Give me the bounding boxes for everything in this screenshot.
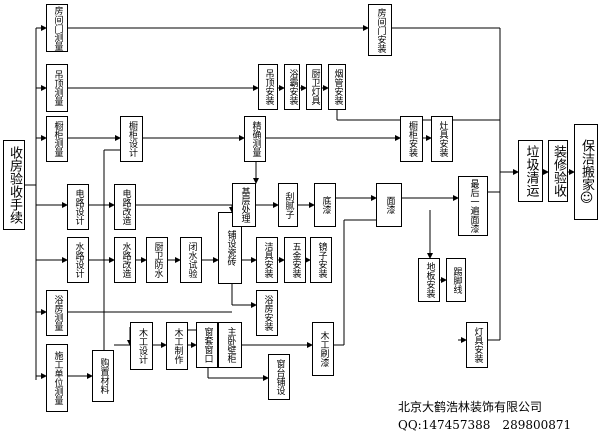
node-yanguan-anzhuang-label: 烟管安装 bbox=[332, 69, 343, 105]
node-wujin-anzhuang: 五金安装 bbox=[284, 237, 306, 283]
node-chugui-sheji: 橱柜设计 bbox=[120, 116, 143, 162]
company-name: 北京大鹤浩林装饰有限公司 bbox=[398, 400, 543, 414]
node-chugui-sheji-label: 橱柜设计 bbox=[127, 121, 137, 157]
node-dengju-anzhuang-label: 灯具安装 bbox=[472, 327, 483, 363]
node-zaoju-anzhuang-label: 灶具安装 bbox=[437, 121, 448, 157]
node-tijiaoxian: 踢脚线 bbox=[446, 258, 466, 302]
node-zhuwo-bigui-label: 主卧壁柜 bbox=[225, 327, 236, 363]
node-shuilu-sheji-label: 水路设计 bbox=[73, 242, 84, 278]
node-jiceng-chuli: 基层处理 bbox=[232, 183, 256, 227]
node-mian-qi-label: 面漆 bbox=[384, 196, 395, 214]
node-mian-qi: 面漆 bbox=[376, 183, 402, 227]
node-diban-anzhuang: 地板安装 bbox=[418, 258, 440, 302]
node-fangmen-celiang: 房间门测量 bbox=[46, 4, 68, 52]
node-chuwei-fangshui: 厨卫防水 bbox=[146, 237, 168, 283]
node-chuwei-dengju-label: 厨卫灯具 bbox=[309, 69, 320, 105]
node-gouzhi-cailiao: 购置材料 bbox=[92, 350, 114, 402]
node-yanguan-anzhuang: 烟管安装 bbox=[328, 64, 346, 110]
node-chuangtao-chuangkou-label: 窗套窗口 bbox=[202, 327, 213, 363]
node-shigong-celiang-label: 施工单位测量 bbox=[52, 351, 63, 405]
node-shuilu-sheji: 水路设计 bbox=[67, 237, 89, 283]
node-mugong-shuaqi: 木工刷漆 bbox=[312, 322, 334, 376]
node-mugong-shuaqi-label: 木工刷漆 bbox=[318, 331, 329, 367]
node-chugui-anzhuang-label: 橱柜安装 bbox=[407, 121, 417, 157]
node-diaoding-celiang: 吊顶测量 bbox=[46, 64, 68, 112]
node-chugui-celiang: 橱柜测量 bbox=[46, 116, 68, 162]
node-chugui-celiang-label: 橱柜测量 bbox=[52, 121, 63, 157]
node-jingzi-anzhuang: 镜子安装 bbox=[310, 237, 332, 283]
node-dianlu-sheji-label: 电路设计 bbox=[73, 189, 84, 225]
node-jieju-anzhuang-label: 洁具安装 bbox=[262, 242, 273, 278]
node-yufang-celiang: 浴房测量 bbox=[46, 290, 68, 336]
node-shoufang-label: 收房验收手续 bbox=[7, 146, 22, 224]
node-baojie-banjia-label: 保洁搬家☺ bbox=[579, 138, 594, 206]
node-yufang-anzhuang-label: 浴房安装 bbox=[262, 295, 273, 331]
node-diaoding-anzhuang-label: 吊顶安装 bbox=[263, 69, 274, 105]
node-shigong-celiang: 施工单位测量 bbox=[46, 344, 68, 412]
node-gua-nizi: 刮腻子 bbox=[278, 183, 298, 227]
node-mugong-sheji-label: 木工设计 bbox=[137, 328, 147, 364]
node-zuihou-mianqi: 最后一遍面漆 bbox=[458, 176, 488, 236]
node-mugong-zhizuo: 木工制作 bbox=[166, 322, 188, 370]
node-diban-anzhuang-label: 地板安装 bbox=[424, 262, 435, 298]
node-laji-qingyun: 垃圾清运 bbox=[518, 140, 543, 202]
node-laji-qingyun-label: 垃圾清运 bbox=[523, 145, 539, 197]
node-bishui-shiyan: 闭水试验 bbox=[180, 237, 202, 283]
node-yuba-anzhuang-label: 浴霸安装 bbox=[287, 69, 298, 105]
node-chuwei-dengju: 厨卫灯具 bbox=[306, 64, 322, 110]
node-zaoju-anzhuang: 灶具安装 bbox=[431, 116, 453, 162]
node-jieju-anzhuang: 洁具安装 bbox=[256, 237, 278, 283]
node-dianlu-gaizao: 电路改造 bbox=[114, 184, 136, 230]
node-chuwei-fangshui-label: 厨卫防水 bbox=[152, 242, 163, 278]
node-fangmen-anzhuang-label: 房间门安装 bbox=[375, 7, 386, 53]
node-dianlu-gaizao-label: 电路改造 bbox=[120, 189, 131, 225]
node-diaoding-anzhuang: 吊顶安装 bbox=[258, 64, 278, 110]
qq-contact: QQ:147457388 289800871 bbox=[398, 418, 572, 432]
node-yufang-celiang-label: 浴房测量 bbox=[52, 295, 63, 331]
node-jiceng-chuli-label: 基层处理 bbox=[239, 187, 250, 223]
node-baojie-banjia: 保洁搬家☺ bbox=[574, 124, 598, 220]
node-chugui-anzhuang: 橱柜安装 bbox=[400, 116, 423, 162]
node-tijiaoxian-label: 踢脚线 bbox=[451, 266, 462, 294]
node-pushe-cizhuan-label: 铺设瓷砖 bbox=[225, 230, 236, 266]
node-yuba-anzhuang: 浴霸安装 bbox=[284, 64, 300, 110]
node-jingque-celiang-label: 精确测量 bbox=[250, 121, 261, 157]
node-jingque-celiang: 精确测量 bbox=[244, 116, 266, 162]
node-jingzi-anzhuang-label: 镜子安装 bbox=[316, 242, 327, 278]
node-di-qi: 底漆 bbox=[314, 183, 336, 227]
node-yufang-anzhuang: 浴房安装 bbox=[256, 290, 278, 336]
node-zhuwo-bigui: 主卧壁柜 bbox=[218, 322, 242, 368]
node-dengju-anzhuang: 灯具安装 bbox=[466, 322, 488, 368]
node-chuangtao-chuangkou: 窗套窗口 bbox=[196, 322, 218, 368]
node-mugong-zhizuo-label: 木工制作 bbox=[172, 328, 183, 364]
node-wujin-anzhuang-label: 五金安装 bbox=[290, 242, 301, 278]
node-zhuangxiu-yanshou-label: 装修验收 bbox=[551, 145, 566, 197]
node-shuilu-gaizao: 水路改造 bbox=[114, 237, 136, 283]
node-zhuangxiu-yanshou: 装修验收 bbox=[548, 140, 568, 202]
node-diaoding-celiang-label: 吊顶测量 bbox=[52, 70, 63, 106]
node-shuilu-gaizao-label: 水路改造 bbox=[120, 242, 131, 278]
node-fangmen-celiang-label: 房间门测量 bbox=[52, 5, 63, 51]
node-mugong-sheji: 木工设计 bbox=[130, 322, 153, 370]
node-chuangtai-pushe: 窗台铺设 bbox=[268, 354, 290, 400]
node-gouzhi-cailiao-label: 购置材料 bbox=[98, 358, 109, 394]
node-fangmen-anzhuang: 房间门安装 bbox=[368, 4, 392, 56]
node-di-qi-label: 底漆 bbox=[320, 196, 331, 214]
node-chuangtai-pushe-label: 窗台铺设 bbox=[274, 359, 285, 395]
node-dianlu-sheji: 电路设计 bbox=[67, 184, 89, 230]
node-zuihou-mianqi-label: 最后一遍面漆 bbox=[468, 179, 479, 233]
node-gua-nizi-label: 刮腻子 bbox=[283, 191, 294, 219]
node-bishui-shiyan-label: 闭水试验 bbox=[186, 242, 197, 278]
node-shoufang: 收房验收手续 bbox=[3, 140, 25, 230]
